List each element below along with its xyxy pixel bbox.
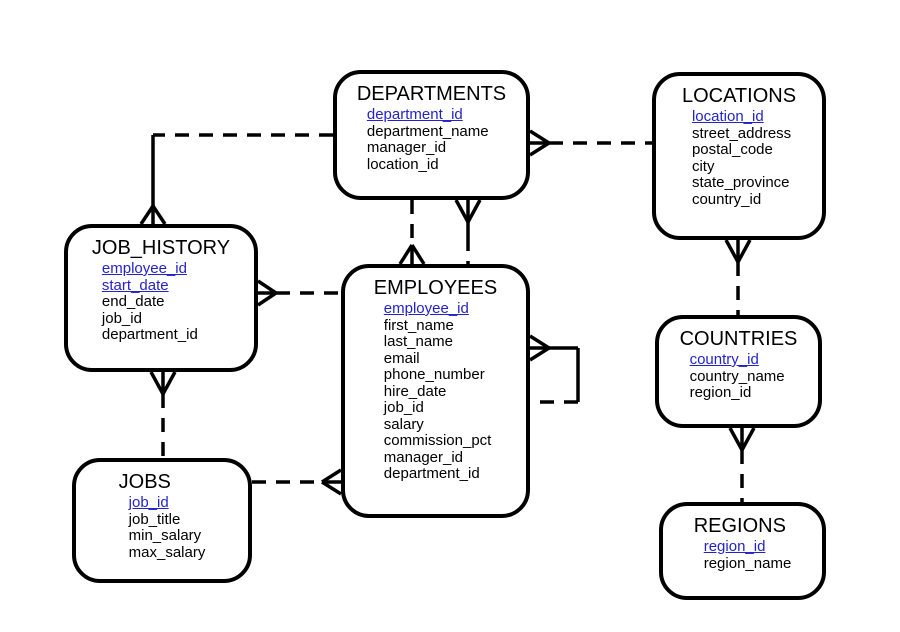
field-country_id: country_id bbox=[691, 190, 762, 208]
pk-field-country_id: country_id bbox=[689, 351, 759, 368]
pk-field-employee_id: employee_id bbox=[383, 300, 469, 317]
pk-field-department_id: department_id bbox=[366, 106, 463, 123]
field-street_address: street_address bbox=[691, 124, 792, 142]
field-phone_number: phone_number bbox=[383, 366, 485, 383]
field-state_province: state_province bbox=[691, 174, 790, 191]
field-salary: salary bbox=[383, 415, 424, 433]
connector-employees-self bbox=[529, 334, 580, 404]
field-department_id: department_id bbox=[383, 465, 480, 482]
connector-locations-countries bbox=[724, 239, 752, 315]
entity-title: DEPARTMENTS bbox=[356, 83, 507, 105]
pk-field-region_id: region_id bbox=[703, 538, 766, 555]
field-first_name: first_name bbox=[383, 316, 454, 334]
field-location_id: location_id bbox=[366, 155, 439, 173]
field-job_title: job_title bbox=[128, 510, 181, 528]
connector-job_history-jobs bbox=[149, 371, 177, 458]
field-min_salary: min_salary bbox=[128, 527, 202, 544]
field-department_name: department_name bbox=[366, 122, 489, 140]
field-last_name: last_name bbox=[383, 333, 454, 350]
field-manager_id: manager_id bbox=[383, 448, 464, 466]
field-postal_code: postal_code bbox=[691, 141, 773, 158]
field-commission_pct: commission_pct bbox=[383, 432, 492, 449]
pk-field-start_date: start_date bbox=[101, 276, 169, 294]
field-department_id: department_id bbox=[101, 326, 198, 343]
field-hire_date: hire_date bbox=[383, 382, 447, 400]
entity-title: COUNTRIES bbox=[679, 328, 798, 350]
entity-title: EMPLOYEES bbox=[373, 277, 498, 299]
connector-job_history-employees bbox=[257, 279, 341, 307]
field-region_id: region_id bbox=[689, 384, 752, 401]
field-email: email bbox=[383, 349, 420, 367]
field-end_date: end_date bbox=[101, 293, 165, 310]
pk-field-employee_id: employee_id bbox=[101, 260, 187, 277]
field-job_id: job_id bbox=[101, 309, 142, 327]
entity-title: LOCATIONS bbox=[681, 85, 797, 107]
field-max_salary: max_salary bbox=[128, 543, 206, 561]
field-country_name: country_name bbox=[689, 367, 785, 385]
connector-employees-departments bbox=[398, 200, 426, 265]
field-city: city bbox=[691, 157, 715, 175]
entity-title: JOBS bbox=[118, 471, 171, 493]
connector-job_history-departments bbox=[139, 133, 333, 225]
entity-title: JOB_HISTORY bbox=[91, 237, 231, 259]
connector-countries-regions bbox=[728, 427, 756, 502]
field-region_name: region_name bbox=[703, 554, 792, 572]
connector-employees-jobs bbox=[252, 468, 342, 496]
pk-field-job_id: job_id bbox=[128, 494, 169, 511]
entity-title: REGIONS bbox=[693, 515, 786, 537]
pk-field-location_id: location_id bbox=[691, 108, 764, 125]
connector-departments-locations bbox=[529, 129, 652, 157]
connector-departments-employees-manager bbox=[454, 199, 482, 264]
field-job_id: job_id bbox=[383, 399, 424, 416]
field-manager_id: manager_id bbox=[366, 139, 447, 156]
